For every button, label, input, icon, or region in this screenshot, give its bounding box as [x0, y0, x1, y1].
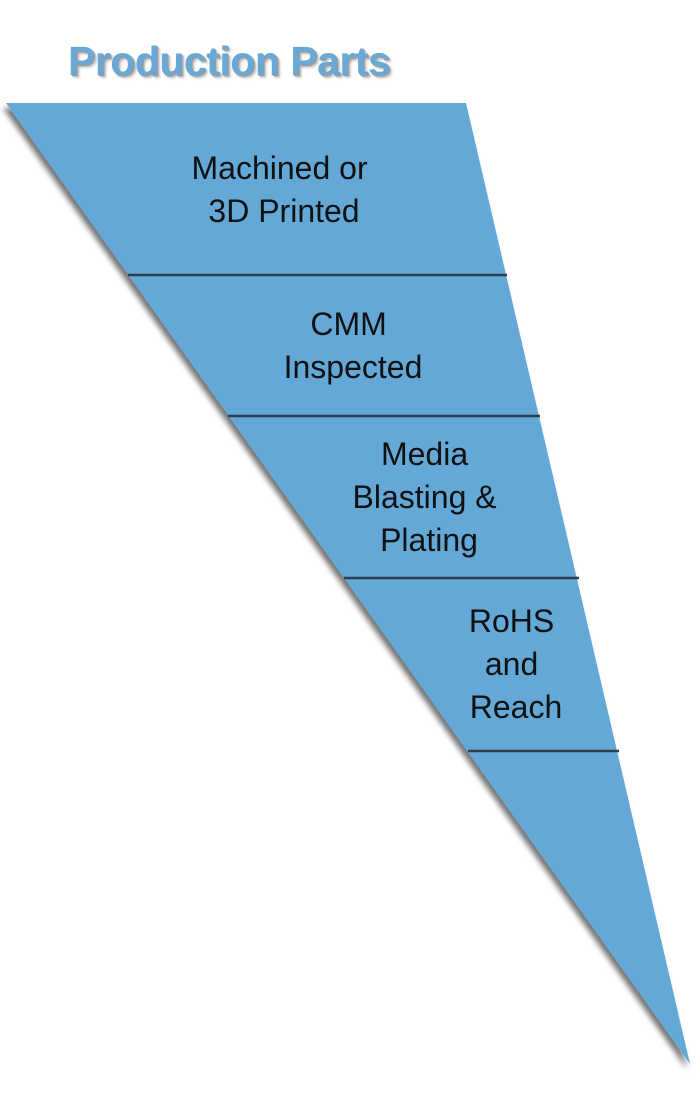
- stage-label-media-blasting: Media Blasting & Plating: [353, 436, 506, 558]
- stage-label-rohs: RoHS and Reach: [469, 603, 563, 725]
- stage-label-machined: Machined or 3D Printed: [192, 150, 377, 229]
- stage-label-cmm: CMM Inspected: [284, 306, 423, 385]
- diagram-title: Production Parts: [68, 38, 391, 84]
- funnel-shape: [6, 103, 690, 1064]
